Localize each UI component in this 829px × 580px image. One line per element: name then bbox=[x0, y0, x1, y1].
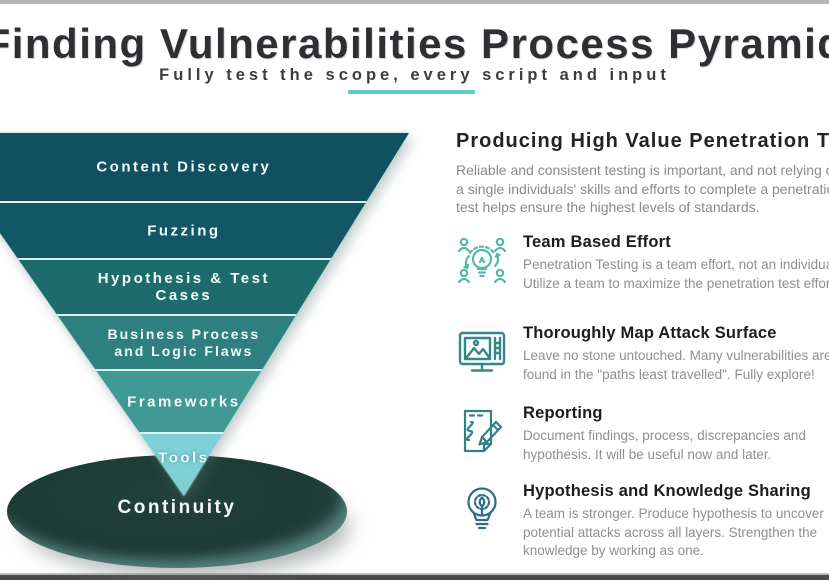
section-body: Document findings, process, discrepancie… bbox=[523, 428, 806, 462]
bulb-gear-icon bbox=[456, 484, 508, 540]
section-title: Team Based Effort bbox=[523, 233, 671, 251]
pyramid-layer-tools: Tools bbox=[0, 432, 409, 496]
section-map-attack-surface: Thoroughly Map Attack Surface Leave no s… bbox=[456, 324, 829, 384]
pyramid-layer-business-process: Business Process and Logic Flaws bbox=[0, 314, 409, 369]
section-body: Leave no stone untouched. Many vulnerabi… bbox=[523, 348, 829, 382]
section-title: Thoroughly Map Attack Surface bbox=[523, 324, 777, 342]
top-divider-bar bbox=[0, 0, 829, 4]
pyramid-layer-fuzzing: Fuzzing bbox=[0, 201, 409, 258]
pyramid-layer-label: Fuzzing bbox=[147, 222, 221, 239]
team-lightbulb-icon bbox=[456, 235, 508, 287]
monitor-map-icon bbox=[456, 326, 508, 378]
subtitle-accent-underline bbox=[348, 90, 475, 94]
pyramid-layer-label: Business Process and Logic Flaws bbox=[107, 325, 261, 359]
section-text: Reporting Document findings, process, di… bbox=[523, 404, 806, 464]
section-reporting: Reporting Document findings, process, di… bbox=[456, 404, 806, 464]
section-team-based-effort: Team Based Effort Penetration Testing is… bbox=[456, 233, 829, 293]
pyramid-layer-label: Content Discovery bbox=[96, 158, 272, 176]
report-pencil-icon bbox=[456, 406, 508, 456]
section-text: Thoroughly Map Attack Surface Leave no s… bbox=[523, 324, 829, 384]
process-pyramid: Content Discovery Fuzzing Hypothesis & T… bbox=[0, 133, 409, 496]
pyramid-shape: Content Discovery Fuzzing Hypothesis & T… bbox=[0, 133, 409, 496]
pyramid-layer-label: Tools bbox=[158, 449, 210, 467]
page-subtitle: Fully test the scope, every script and i… bbox=[159, 66, 670, 84]
section-title: Hypothesis and Knowledge Sharing bbox=[523, 482, 811, 500]
base-label: Continuity bbox=[117, 496, 237, 518]
pyramid-layer-content-discovery: Content Discovery bbox=[0, 133, 409, 201]
section-body: A team is stronger. Produce hypothesis t… bbox=[523, 506, 824, 558]
pyramid-layer-frameworks: Frameworks bbox=[0, 369, 409, 432]
pyramid-layer-label: Frameworks bbox=[127, 393, 241, 410]
section-text: Team Based Effort Penetration Testing is… bbox=[523, 233, 829, 293]
content-intro-paragraph: Reliable and consistent testing is impor… bbox=[456, 162, 829, 215]
page-title: Finding Vulnerabilities Process Pyramid bbox=[0, 20, 829, 67]
section-text: Hypothesis and Knowledge Sharing A team … bbox=[523, 482, 824, 561]
section-hypothesis-knowledge-sharing: Hypothesis and Knowledge Sharing A team … bbox=[456, 482, 824, 561]
pyramid-layer-hypothesis-test-cases: Hypothesis & Test Cases bbox=[0, 258, 409, 314]
pyramid-layer-label: Hypothesis & Test Cases bbox=[97, 270, 270, 304]
section-body: Penetration Testing is a team effort, no… bbox=[523, 257, 829, 291]
section-title: Reporting bbox=[523, 404, 603, 422]
content-heading: Producing High Value Penetration Tests bbox=[456, 130, 829, 152]
bottom-divider-bar bbox=[0, 573, 829, 580]
